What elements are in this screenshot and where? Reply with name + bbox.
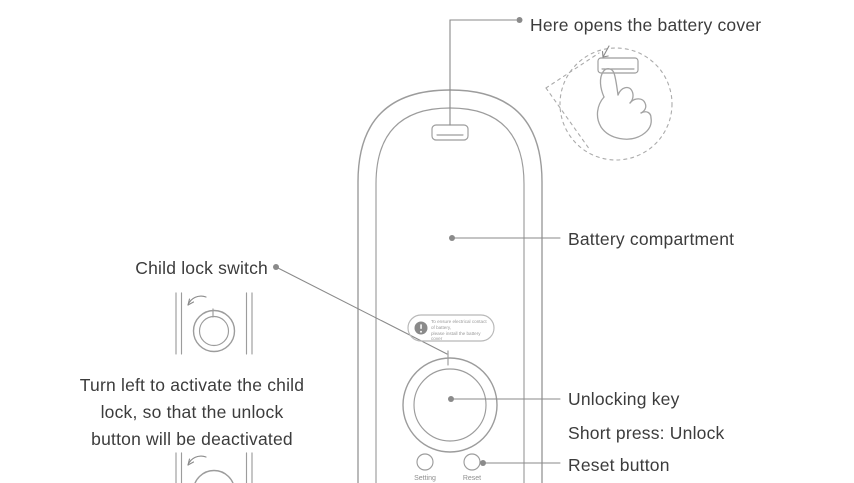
label-unlocking-key: Unlocking key: [568, 389, 680, 409]
setting-button-caption: Setting: [414, 475, 436, 482]
unlocking-key-callout: [448, 396, 561, 402]
sticker-line1: To ensure electrical contact of battery,: [431, 319, 487, 330]
unlock-knob: [402, 350, 498, 453]
child-lock-note-line3: button will be deactivated: [91, 429, 293, 449]
battery-compartment-callout: [449, 235, 561, 241]
child-lock-note-line2: lock, so that the unlock: [100, 402, 284, 422]
device-outline: [357, 89, 543, 483]
child-lock-illustration: [175, 292, 253, 355]
label-reset-button: Reset button: [568, 455, 670, 475]
press-arrow-icon: [601, 45, 610, 58]
info-sticker: [407, 314, 495, 342]
rail-lines: [175, 292, 253, 355]
magnifier-inset: [545, 45, 673, 161]
magnifier-circle: [559, 47, 673, 161]
child-lock-note-line1: Turn left to activate the child: [79, 375, 305, 395]
sticker-fine-print: To ensure electrical contact of battery,…: [431, 319, 491, 342]
battery-latch-icon: [431, 124, 469, 141]
sticker-line2: please install the battery cover: [431, 330, 481, 342]
reset-button-circle: [463, 453, 481, 471]
child-lock-knob: [192, 308, 236, 353]
label-child-lock-switch: Child lock switch: [135, 258, 268, 278]
setting-button-circle: [416, 453, 434, 471]
reset-button-callout: [480, 460, 561, 466]
child-lock-callout: [273, 264, 448, 355]
battery-cover-callout: [449, 17, 523, 126]
label-battery-compartment: Battery compartment: [568, 229, 735, 249]
rotate-left-arrow-icon: [187, 295, 207, 306]
child-lock-note: Turn left to activate the child lock, so…: [56, 372, 328, 453]
label-short-press: Short press: Unlock: [568, 423, 725, 443]
warning-icon: [414, 321, 428, 335]
label-battery-cover: Here opens the battery cover: [530, 15, 762, 35]
reset-button-caption: Reset: [462, 475, 482, 482]
child-lock-illustration-bottom: [175, 452, 253, 483]
hand-press-icon: [596, 68, 652, 140]
